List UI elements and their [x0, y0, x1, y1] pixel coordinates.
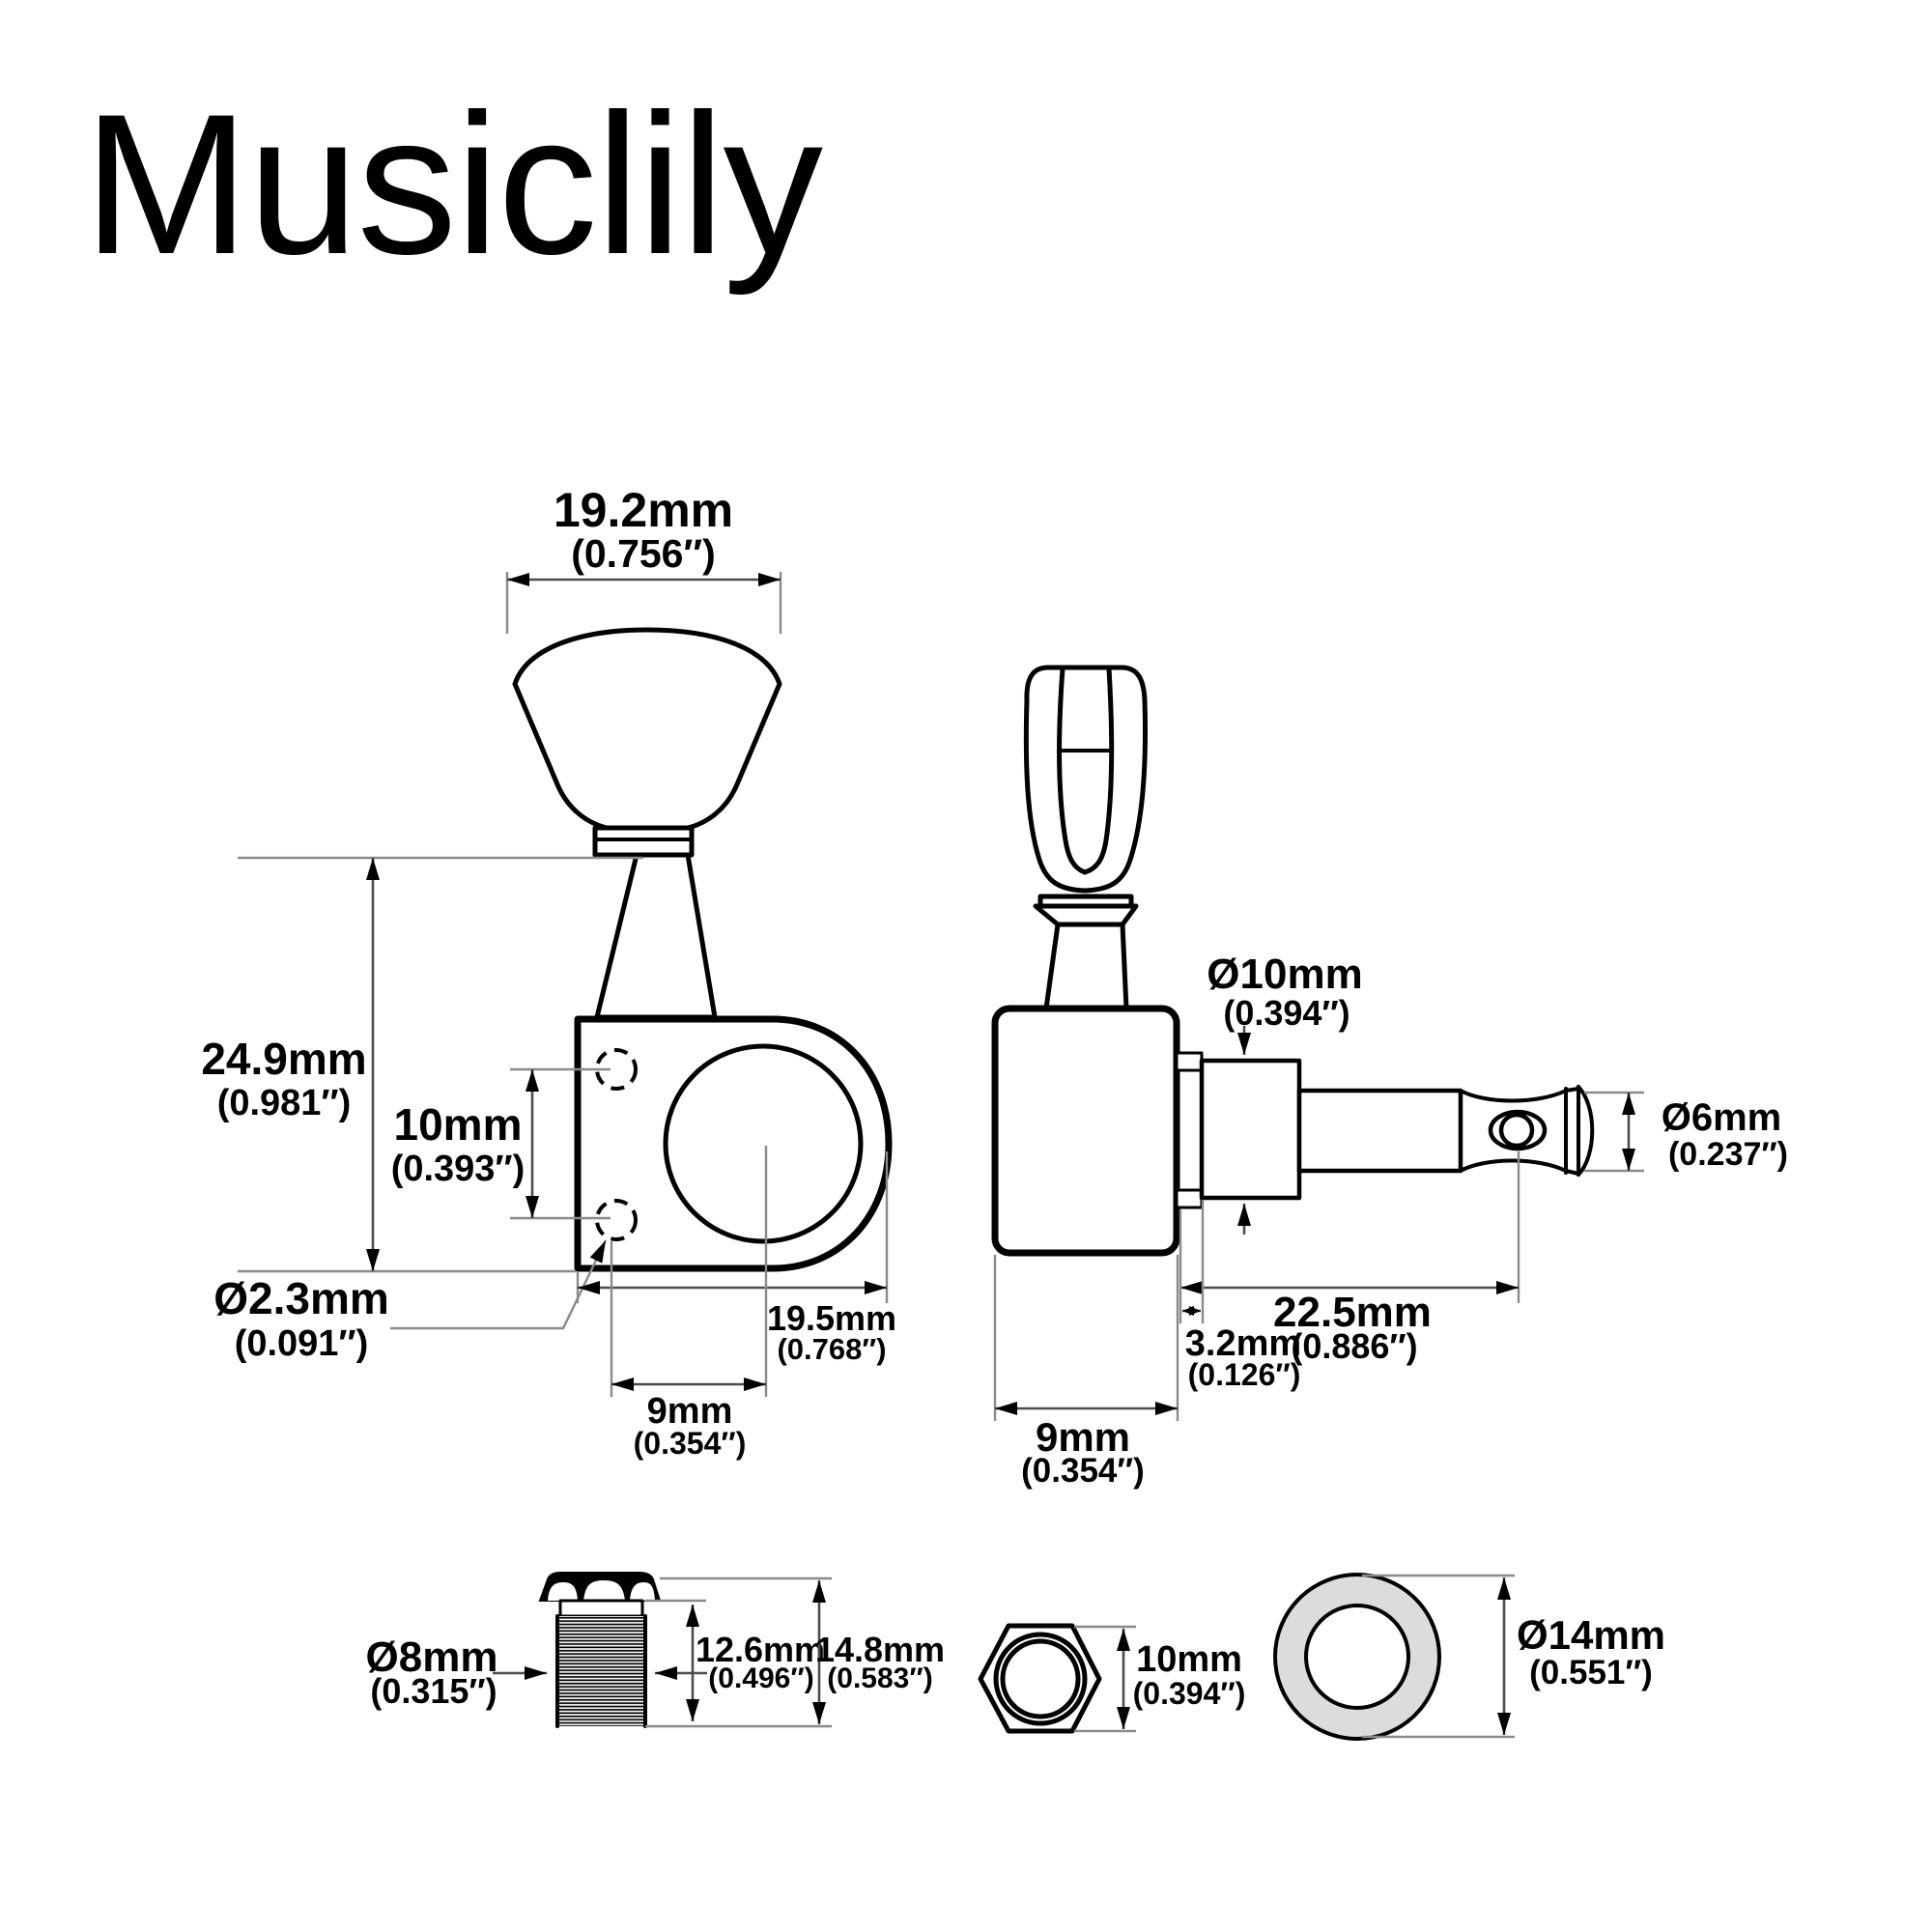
side-housing [991, 1005, 1180, 1257]
dim-total-height: 14.8mm (0.583″) [645, 1577, 945, 1728]
label-housing-width-mm: 19.5mm [767, 1298, 896, 1338]
front-screw-hole-top [595, 1048, 638, 1091]
label-bushing-dia-mm: Ø10mm [1207, 951, 1362, 998]
label-nut-size-in: (0.394″) [1133, 1676, 1246, 1711]
side-tab-top [1175, 1051, 1204, 1072]
dim-washer-dia: Ø14mm (0.551″) [1362, 1574, 1665, 1739]
side-tab-bottom [1175, 1188, 1204, 1209]
dim-housing-width: 19.5mm (0.768″) [576, 1151, 896, 1366]
side-button-outline [1023, 665, 1148, 894]
dim-housing-depth: 9mm (0.354″) [993, 1255, 1179, 1490]
side-post [1296, 1088, 1463, 1174]
dim-bushing-protrusion: 3.2mm (0.126″) [1179, 1200, 1301, 1392]
label-bushing-protrusion-in: (0.126″) [1188, 1357, 1301, 1392]
bushing-head-scallop-right [630, 1582, 655, 1601]
dim-post-length: 22.5mm (0.886″) [1180, 1151, 1520, 1366]
dim-screw-spacing: 10mm (0.393″) [391, 1067, 611, 1220]
label-thread-dia-mm: Ø8mm [366, 1634, 498, 1681]
label-post-length-mm: 22.5mm [1273, 1289, 1432, 1336]
bushing-head-scallop-center [583, 1580, 625, 1601]
side-stem [1043, 922, 1129, 1011]
side-button-face-left [1057, 666, 1088, 875]
label-button-width-in: (0.756″) [571, 531, 716, 576]
bushing-view: Ø8mm (0.315″) 12.6mm (0.496″) 14.8mm (0.… [366, 1572, 945, 1728]
label-bushing-dia-in: (0.394″) [1223, 993, 1350, 1033]
label-thread-length-in: (0.496″) [708, 1662, 813, 1694]
bushing-neck [558, 1599, 644, 1618]
label-washer-dia-in: (0.551″) [1529, 1654, 1653, 1691]
washer-hole [1304, 1604, 1410, 1710]
label-post-offset-in: (0.354″) [634, 1426, 747, 1461]
side-capstan-flange [1564, 1085, 1580, 1177]
side-collar-cone [1033, 903, 1139, 927]
label-screw-hole-dia-mm: Ø2.3mm [213, 1273, 389, 1323]
label-total-height-mm: 14.8mm [815, 1630, 945, 1669]
side-button-face-right [1082, 666, 1115, 875]
dim-thread-dia: Ø8mm (0.315″) [366, 1634, 707, 1711]
label-housing-depth-mm: 9mm [1036, 1414, 1130, 1460]
side-capstan-dome [1577, 1085, 1595, 1177]
hex-nut-circle-inner [1000, 1638, 1081, 1719]
label-nut-size-mm: 10mm [1136, 1639, 1242, 1680]
dim-post-offset: 9mm (0.354″) [610, 1146, 768, 1461]
side-capstan-top [1459, 1089, 1568, 1103]
brand-title: Musiclily [83, 72, 824, 296]
label-button-width-mm: 19.2mm [554, 483, 733, 537]
label-overall-height-in: (0.981″) [217, 1083, 352, 1123]
label-thread-dia-in: (0.315″) [370, 1671, 497, 1711]
side-string-hole-inner [1498, 1112, 1535, 1149]
dim-nut-size: 10mm (0.394″) [1074, 1625, 1246, 1733]
label-post-length-in: (0.886″) [1291, 1326, 1417, 1366]
dim-post-dia: Ø6mm (0.237″) [1584, 1091, 1788, 1173]
side-view: Ø10mm (0.394″) Ø6mm (0.237″) 22.5mm (0.8… [991, 665, 1788, 1490]
label-thread-length-mm: 12.6mm [696, 1630, 825, 1669]
label-screw-hole-dia-in: (0.091″) [235, 1323, 369, 1364]
label-post-dia-mm: Ø6mm [1662, 1096, 1782, 1139]
label-screw-spacing-mm: 10mm [394, 1099, 523, 1150]
front-gear-circle [663, 1043, 864, 1244]
bushing-head-scallop-left [548, 1582, 578, 1601]
side-bushing [1199, 1058, 1302, 1201]
dim-screw-hole-dia: Ø2.3mm (0.091″) [213, 1239, 608, 1364]
label-housing-depth-in: (0.354″) [1021, 1452, 1145, 1490]
dim-thread-length: 12.6mm (0.496″) [645, 1599, 825, 1721]
label-screw-spacing-in: (0.393″) [391, 1149, 526, 1189]
bushing-threads [557, 1616, 645, 1726]
label-housing-width-in: (0.768″) [777, 1332, 886, 1366]
front-view: 19.2mm (0.756″) 24.9mm (0.981″) 10mm (0.… [201, 483, 896, 1461]
label-overall-height-mm: 24.9mm [201, 1034, 366, 1084]
label-washer-dia-mm: Ø14mm [1517, 1612, 1665, 1658]
front-screw-hole-bottom [595, 1199, 638, 1241]
label-post-dia-in: (0.237″) [1668, 1136, 1788, 1173]
side-capstan-bottom [1459, 1158, 1568, 1173]
front-shaft [594, 852, 718, 1020]
label-total-height-in: (0.583″) [827, 1662, 932, 1694]
washer-view: Ø14mm (0.551″) [1273, 1573, 1665, 1741]
label-bushing-protrusion-mm: 3.2mm [1185, 1323, 1301, 1364]
dim-button-width: 19.2mm (0.756″) [505, 483, 782, 634]
hex-nut-view: 10mm (0.394″) [978, 1623, 1246, 1734]
dim-overall-height: 24.9mm (0.981″) [201, 856, 643, 1273]
front-button-outline [512, 627, 782, 831]
dim-bushing-dia: Ø10mm (0.394″) [1207, 951, 1363, 1235]
label-post-offset-mm: 9mm [647, 1391, 733, 1432]
